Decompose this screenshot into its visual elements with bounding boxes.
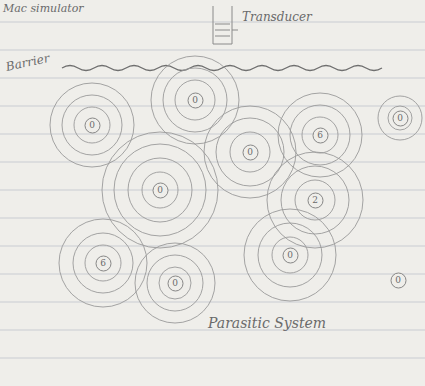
circle-number: 2 — [312, 196, 318, 205]
ruled-lines — [0, 22, 425, 358]
field-ring — [278, 93, 362, 177]
field-ring — [59, 219, 147, 307]
field-ring — [295, 180, 335, 220]
circle-number: 0 — [192, 96, 198, 105]
field-ring — [62, 95, 122, 155]
handwritten-note: Parasitic System — [200, 310, 348, 337]
field-ring — [378, 96, 422, 140]
barrier-line — [62, 66, 382, 71]
field-ring — [159, 267, 191, 299]
field-ring — [114, 144, 206, 236]
handwritten-note: Transducer — [242, 10, 312, 24]
circle-number: 0 — [397, 114, 403, 123]
field-ring — [281, 166, 349, 234]
field-ring — [74, 107, 110, 143]
handwritten-note: Barrier — [5, 51, 51, 74]
circle-number: 0 — [89, 121, 95, 130]
field-rings — [50, 56, 422, 323]
circle-number: 0 — [172, 279, 178, 288]
circle-number: 0 — [247, 148, 253, 157]
numbered-circle: 0 — [187, 92, 204, 109]
field-ring — [175, 80, 215, 120]
circle-number: 0 — [157, 186, 163, 195]
numbered-circle: 0 — [152, 182, 169, 199]
field-ring — [388, 106, 412, 130]
field-ring — [258, 223, 322, 287]
transducer-symbol — [213, 6, 238, 44]
numbered-circle: 6 — [95, 255, 112, 272]
field-ring — [163, 68, 227, 132]
field-ring — [85, 245, 121, 281]
field-ring — [142, 172, 178, 208]
field-ring — [244, 209, 336, 301]
field-ring — [135, 243, 215, 323]
numbered-circle: 6 — [312, 127, 329, 144]
numbered-circle: 0 — [392, 110, 409, 127]
circle-number: 6 — [100, 259, 106, 268]
field-ring — [302, 117, 338, 153]
numbered-circle: 0 — [242, 144, 259, 161]
field-ring — [290, 105, 350, 165]
numbered-circle: 0 — [390, 272, 407, 289]
field-ring — [230, 132, 270, 172]
field-ring — [50, 83, 134, 167]
circle-number: 6 — [317, 131, 323, 140]
circle-number: 0 — [287, 251, 293, 260]
field-ring — [151, 56, 239, 144]
field-ring — [147, 255, 203, 311]
numbered-circle: 0 — [167, 275, 184, 292]
handwritten-note: Mac simulator — [3, 2, 84, 15]
numbered-circle: 2 — [307, 192, 324, 209]
field-ring — [267, 152, 363, 248]
field-ring — [102, 132, 218, 248]
field-ring — [128, 158, 192, 222]
field-ring — [73, 233, 133, 293]
numbered-circle: 0 — [282, 247, 299, 264]
numbered-circle: 0 — [84, 117, 101, 134]
circle-number: 0 — [395, 276, 401, 285]
field-ring — [272, 237, 308, 273]
